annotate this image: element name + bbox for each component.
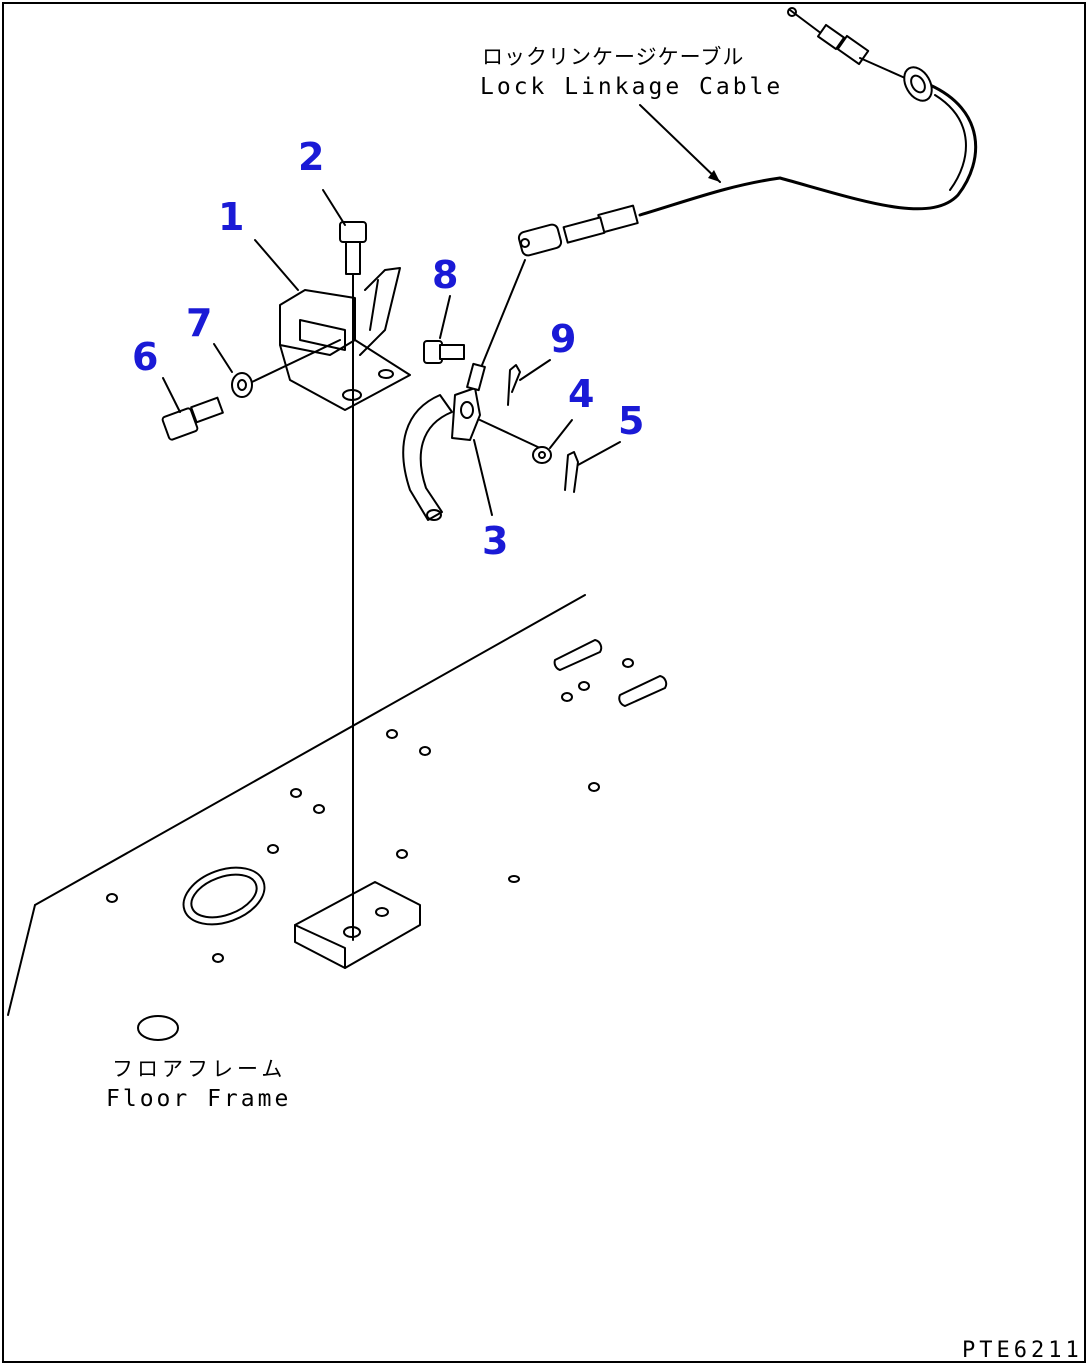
cable-label-jp: ロックリンケージケーブル xyxy=(482,45,745,69)
lever-3 xyxy=(402,362,541,521)
lock-linkage-cable xyxy=(479,7,978,371)
bracket xyxy=(254,239,411,411)
bolt-8 xyxy=(423,295,465,364)
bolt-6 xyxy=(161,377,224,441)
callout-2: 2 xyxy=(298,135,325,179)
washer-4 xyxy=(532,419,573,464)
callout-5: 5 xyxy=(618,399,645,443)
callout-1: 1 xyxy=(218,195,245,239)
callout-3: 3 xyxy=(482,519,509,563)
floor-frame xyxy=(7,594,668,1041)
drawing-code: PTE6211 xyxy=(962,1338,1083,1363)
callout-8: 8 xyxy=(432,253,459,297)
floor-label-jp: フロアフレーム xyxy=(112,1057,287,1081)
callout-9: 9 xyxy=(550,317,577,361)
callout-4: 4 xyxy=(568,372,595,416)
cotter-pin-5 xyxy=(564,441,621,493)
pin-9 xyxy=(507,359,551,406)
bolt-2 xyxy=(322,189,367,941)
floor-label-en: Floor Frame xyxy=(106,1086,292,1112)
callout-7: 7 xyxy=(186,301,213,345)
nut-7 xyxy=(213,339,341,398)
cable-label-en: Lock Linkage Cable xyxy=(480,74,784,100)
callout-6: 6 xyxy=(132,335,159,379)
